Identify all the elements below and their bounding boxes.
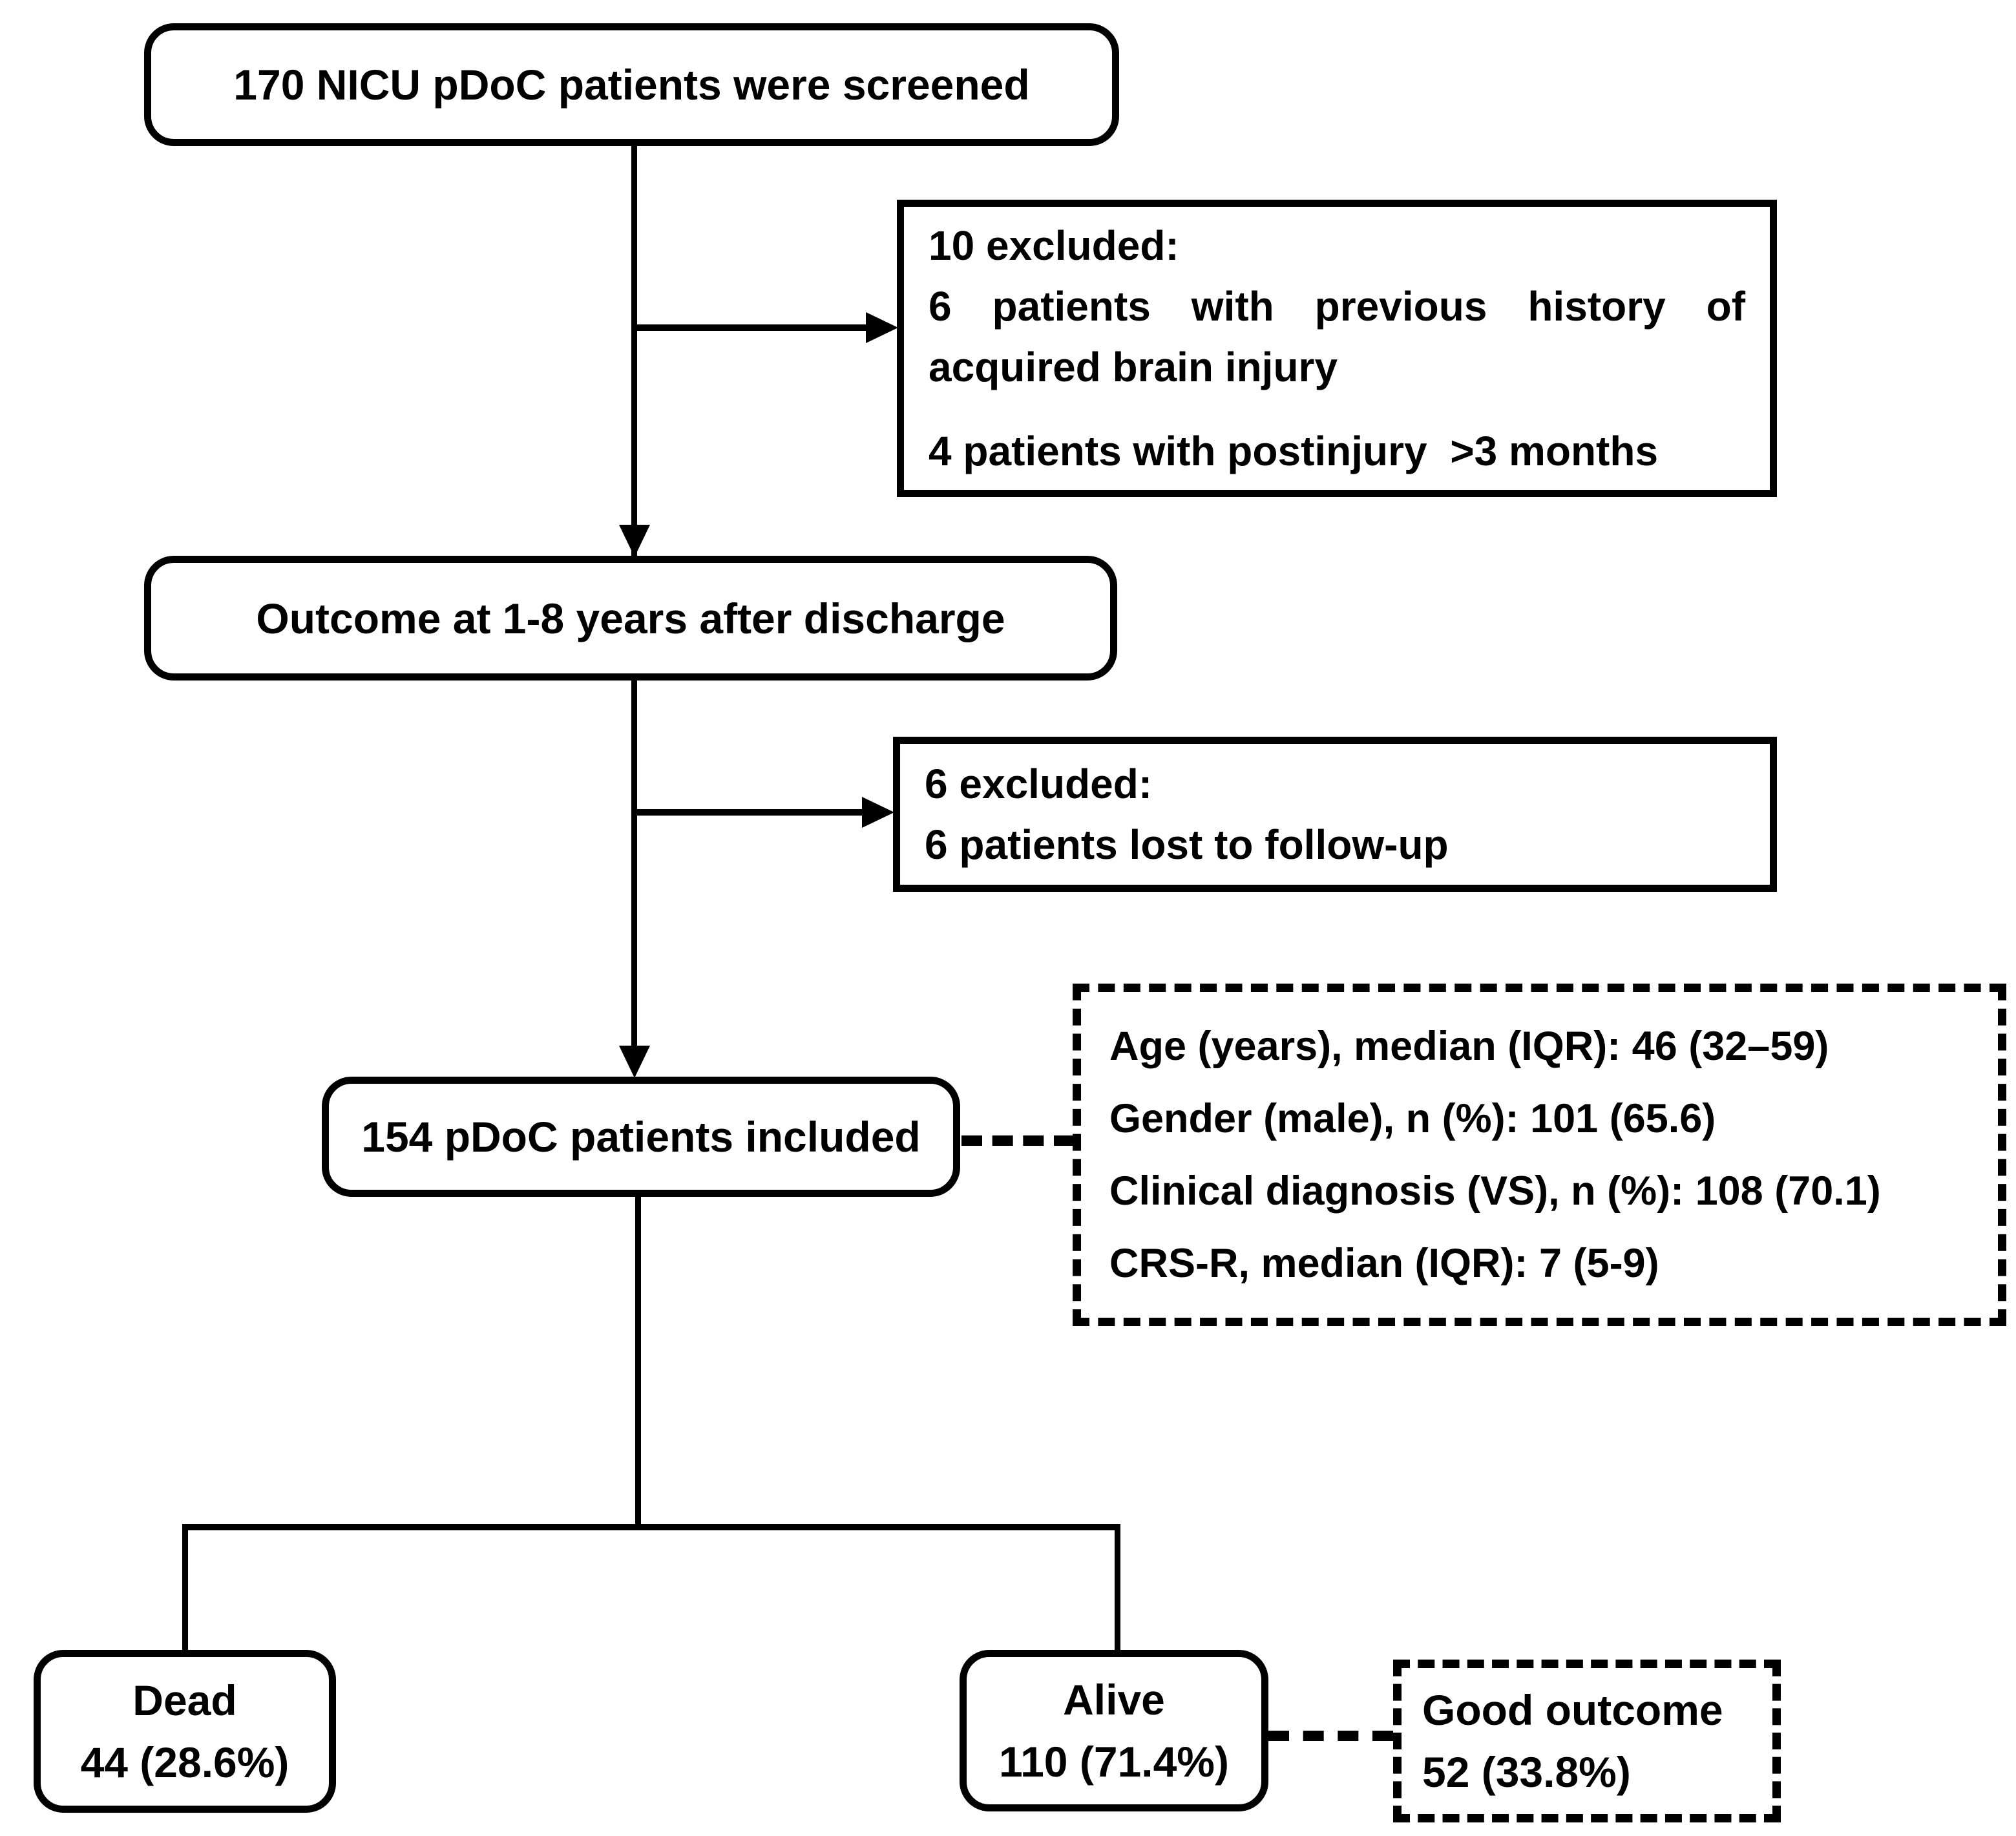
line-outcome-to-included [631,679,637,1048]
dashed-connector-alive-good-outcome [1268,1731,1393,1741]
screened-label: 170 NICU pDoC patients were screened [233,61,1030,109]
excluded2-box: 6 excluded: 6 patients lost to follow-up [893,737,1777,892]
line-branch-excluded1 [633,324,872,331]
excluded2-title: 6 excluded: [925,761,1153,807]
line-screened-to-outcome [631,143,637,557]
dead-label: Dead [132,1676,237,1724]
dead-box: Dead 44 (28.6%) [34,1650,336,1813]
excluded1-reason1-line2: acquired brain injury [929,344,1338,390]
dashed-connector-included-characteristics [961,1135,1075,1146]
excluded1-title: 10 excluded: [929,222,1179,269]
line-split-bar [182,1524,1120,1530]
line-branch-excluded2 [633,809,868,816]
excluded1-reason2: 4 patients with postinjury >3 months [929,428,1659,474]
excluded2-reason: 6 patients lost to follow-up [925,821,1449,868]
included-box: 154 pDoC patients included [322,1077,960,1197]
alive-label: Alive [1063,1676,1165,1724]
arrowhead-included [619,1046,650,1078]
line-split-to-dead [182,1524,188,1651]
characteristic-diagnosis: Clinical diagnosis (VS), n (%): 108 (70.… [1109,1168,1881,1214]
characteristics-box: Age (years), median (IQR): 46 (32–59) Ge… [1073,984,2006,1326]
characteristic-crsr: CRS-R, median (IQR): 7 (5-9) [1109,1241,1659,1286]
outcome-box: Outcome at 1-8 years after discharge [144,556,1117,681]
characteristic-gender: Gender (male), n (%): 101 (65.6) [1109,1096,1716,1141]
line-included-to-split [635,1196,641,1530]
included-label: 154 pDoC patients included [361,1113,921,1161]
excluded1-reason1-line1: 6 patients with previous history of [929,283,1745,330]
arrowhead-excluded1 [866,312,898,343]
excluded1-box: 10 excluded: 6 patients with previous hi… [897,200,1777,497]
outcome-label: Outcome at 1-8 years after discharge [256,594,1005,642]
good-outcome-box: Good outcome 52 (33.8%) [1393,1660,1781,1822]
screened-box: 170 NICU pDoC patients were screened [144,23,1119,146]
dead-value: 44 (28.6%) [80,1738,289,1786]
good-outcome-value: 52 (33.8%) [1422,1748,1631,1796]
line-split-to-alive [1115,1524,1120,1651]
characteristic-age: Age (years), median (IQR): 46 (32–59) [1109,1024,1829,1069]
arrowhead-excluded2 [862,797,894,828]
alive-box: Alive 110 (71.4%) [960,1650,1268,1811]
good-outcome-label: Good outcome [1422,1686,1723,1734]
arrowhead-outcome [619,525,650,557]
alive-value: 110 (71.4%) [999,1738,1229,1786]
